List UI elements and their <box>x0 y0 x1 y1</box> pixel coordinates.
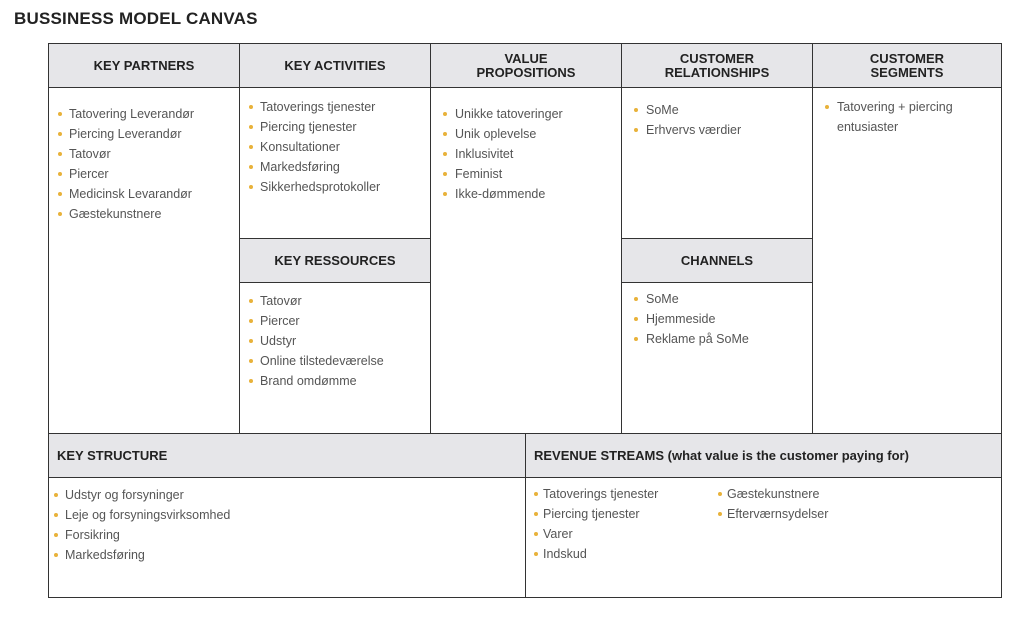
list-item: Indskud <box>534 544 718 564</box>
key-activities-heading: KEY ACTIVITIES <box>240 44 430 88</box>
list-item: Leje og forsyningsvirksomhed <box>53 505 521 525</box>
page-title: BUSSINESS MODEL CANVAS <box>14 9 258 28</box>
list-item: Erhvervs værdier <box>630 120 808 140</box>
list-item: Efterværnsydelser <box>718 504 918 524</box>
list-item: Konsultationer <box>248 137 426 157</box>
list-item: Markedsføring <box>248 157 426 177</box>
list-item: Unik oplevelse <box>439 124 617 144</box>
channels-heading: CHANNELS <box>622 239 812 283</box>
customer-relationships-heading: CUSTOMER RELATIONSHIPS <box>622 44 812 88</box>
revenue-streams-heading: REVENUE STREAMS (what value is the custo… <box>526 434 1001 478</box>
customer-relationships-heading-line2: RELATIONSHIPS <box>664 64 770 80</box>
key-partners-heading: KEY PARTNERS <box>49 44 239 88</box>
list-item: Hjemmeside <box>630 309 808 329</box>
list-item: Udstyr <box>248 331 426 351</box>
customer-segments-list: Tatovering + piercing entusiaster <box>821 97 997 137</box>
list-item: Online tilstedeværelse <box>248 351 426 371</box>
value-propositions-heading-line2: PROPOSITIONS <box>476 64 576 80</box>
key-structure-heading: KEY STRUCTURE <box>49 434 525 478</box>
list-item: Forsikring <box>53 525 521 545</box>
list-item: Varer <box>534 524 718 544</box>
list-item: Tatoverings tjenester <box>248 97 426 117</box>
list-item: Tatovering + piercing entusiaster <box>821 97 997 137</box>
customer-segments-heading-line1: CUSTOMER <box>869 50 945 66</box>
list-item: Gæstekunstnere <box>718 484 918 504</box>
list-item: Tatovering Leverandør <box>57 104 235 124</box>
list-item: Unikke tatoveringer <box>439 104 617 124</box>
list-item: Inklusivitet <box>439 144 617 164</box>
customer-relationships-heading-line1: CUSTOMER <box>679 50 755 66</box>
list-item: Reklame på SoMe <box>630 329 808 349</box>
list-item: Feminist <box>439 164 617 184</box>
value-propositions-heading: VALUE PROPOSITIONS <box>431 44 621 88</box>
list-item: Markedsføring <box>53 545 521 565</box>
list-item: Ikke-dømmende <box>439 184 617 204</box>
customer-segments-heading-line2: SEGMENTS <box>870 64 944 80</box>
list-item: Tatoverings tjenester <box>534 484 718 504</box>
list-item: Piercer <box>248 311 426 331</box>
list-item: Piercer <box>57 164 235 184</box>
list-item: SoMe <box>630 289 808 309</box>
list-item: Udstyr og forsyninger <box>53 485 521 505</box>
revenue-streams-block: REVENUE STREAMS (what value is the custo… <box>525 433 1002 598</box>
key-resources-heading: KEY RESSOURCES <box>240 239 430 283</box>
value-propositions-heading-line1: VALUE <box>504 50 548 66</box>
list-item: Tatovør <box>248 291 426 311</box>
list-item: Tatovør <box>57 144 235 164</box>
list-item: Gæstekunstnere <box>57 204 235 224</box>
list-item: Brand omdømme <box>248 371 426 391</box>
customer-segments-block: CUSTOMER SEGMENTS Tatovering + piercing … <box>812 43 1002 434</box>
list-item: Sikkerhedsprotokoller <box>248 177 426 197</box>
list-item: Medicinsk Levarandør <box>57 184 235 204</box>
list-item: Piercing tjenester <box>248 117 426 137</box>
list-item: SoMe <box>630 100 808 120</box>
list-item: Piercing tjenester <box>534 504 718 524</box>
customer-segments-heading: CUSTOMER SEGMENTS <box>813 44 1001 88</box>
list-item: Piercing Leverandør <box>57 124 235 144</box>
